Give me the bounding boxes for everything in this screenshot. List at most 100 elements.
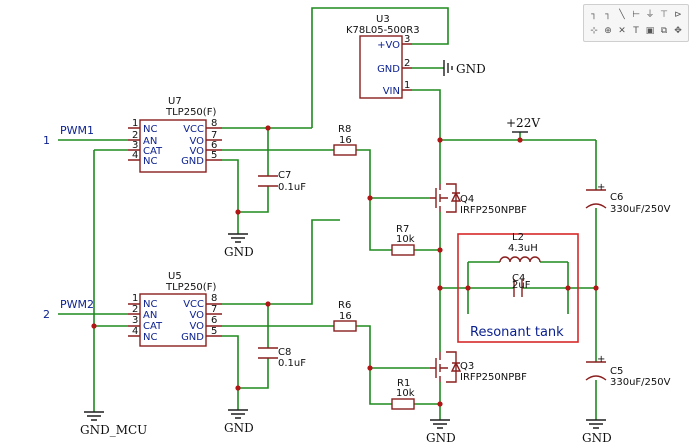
ground-icon[interactable]: ⏚ — [645, 10, 655, 20]
u3-pin-number: 1 — [404, 80, 410, 91]
u3-pin-name: GND — [377, 64, 400, 75]
capacitor-c5[interactable]: + C5 330uF/250V — [585, 354, 671, 388]
mosfet-q4[interactable]: Q4 IRFP250NPBF — [430, 183, 527, 216]
ground-q3[interactable]: GND — [426, 419, 456, 444]
l2-designator: L2 — [512, 232, 524, 243]
port-pwm2[interactable]: 2 PWM2 — [43, 298, 94, 321]
junction-dot — [565, 285, 571, 291]
ground-label: GND — [224, 245, 254, 259]
netlabel-icon[interactable]: ⊢ — [632, 10, 640, 20]
ic-u3[interactable]: U3 K78L05-500R3 3 2 1 +VO GND VIN — [346, 14, 420, 99]
c6-value: 330uF/250V — [610, 204, 671, 215]
c5-value: 330uF/250V — [610, 377, 671, 388]
ground-mcu-label: GND_MCU — [80, 423, 147, 437]
junction-dot — [437, 247, 443, 253]
u7-designator: U7 — [168, 96, 182, 107]
q3-designator: Q3 — [460, 361, 474, 372]
q4-designator: Q4 — [460, 194, 474, 205]
u7-pin-name: VCC — [183, 124, 204, 135]
copy-icon[interactable]: ⧉ — [660, 26, 668, 36]
noconnect-icon[interactable]: ✕ — [618, 26, 626, 36]
c7-value: 0.1uF — [278, 182, 306, 193]
power-22v[interactable]: +22V — [506, 116, 540, 133]
ground-u3[interactable]: GND — [443, 60, 486, 76]
resistor-r6[interactable]: R6 16 — [333, 300, 357, 332]
resistor-r7[interactable]: R7 10k — [391, 224, 415, 256]
junction-dot — [235, 385, 241, 391]
capacitor-c6[interactable]: + C6 330uF/250V — [585, 182, 671, 215]
ic-u7[interactable]: U7 TLP250(F) 1 2 3 4 NC AN CAT NC 8 7 6 … — [128, 96, 222, 173]
ground-icon — [586, 419, 606, 429]
ground-mcu[interactable]: GND_MCU — [80, 411, 147, 437]
power-22v-label: +22V — [506, 116, 540, 130]
u7-pin-number: 2 — [132, 130, 138, 141]
junction-dot — [437, 137, 443, 143]
junction-icon[interactable]: ⊹ — [590, 26, 598, 36]
u5-pin-name: VO — [189, 321, 204, 332]
bus-icon[interactable]: ┐ — [605, 10, 611, 20]
port-pwm1-label: PWM1 — [60, 124, 94, 137]
junction-dot — [235, 209, 241, 215]
mosfet-q3[interactable]: Q3 IRFP250NPBF — [430, 351, 527, 383]
ground-icon — [84, 411, 104, 421]
move-icon[interactable]: ✥ — [674, 26, 682, 36]
text-icon[interactable]: T — [633, 26, 639, 36]
r8-value: 16 — [339, 135, 352, 146]
u7-pin-name: NC — [143, 156, 157, 167]
wires — [58, 7, 597, 420]
junction-dot — [91, 323, 97, 329]
ground-icon — [443, 60, 453, 76]
c5-designator: C5 — [610, 366, 623, 377]
image-icon[interactable]: ▣ — [645, 26, 655, 36]
resistor-r1[interactable]: R1 10k — [391, 378, 415, 410]
u7-pin-name: CAT — [143, 146, 163, 157]
junction-dot — [465, 285, 471, 291]
resistor-r8[interactable]: R8 16 — [333, 124, 357, 156]
r7-value: 10k — [396, 234, 415, 245]
ground-label: GND — [456, 62, 486, 76]
r6-designator: R6 — [338, 300, 351, 311]
resonant-tank[interactable]: L2 4.3uH C4 2uF Resonant tank — [457, 232, 579, 343]
u7-pin-number: 3 — [132, 140, 138, 151]
ground-c5[interactable]: GND — [582, 419, 612, 444]
r6-value: 16 — [339, 311, 352, 322]
tank-label: Resonant tank — [470, 325, 564, 340]
ground-label: GND — [224, 421, 254, 435]
u3-pin-number: 3 — [404, 34, 410, 45]
line-icon[interactable]: ╲ — [619, 10, 625, 20]
u5-pin-name: AN — [143, 310, 157, 321]
netflag-icon[interactable]: ⊳ — [674, 10, 682, 20]
port-pwm2-number: 2 — [43, 308, 50, 321]
c6-designator: C6 — [610, 192, 623, 203]
c7-designator: C7 — [278, 170, 291, 181]
q3-symbol — [430, 351, 457, 383]
q4-symbol — [430, 183, 457, 213]
u5-pin-number: 6 — [211, 315, 217, 326]
u5-pin-number: 7 — [211, 304, 217, 315]
l2-coil — [499, 256, 541, 263]
u5-designator: U5 — [168, 271, 182, 282]
l2-value: 4.3uH — [508, 243, 538, 254]
u7-pin-name: VO — [189, 146, 204, 157]
capacitor-c8[interactable]: C8 0.1uF — [258, 347, 306, 369]
junction-dot — [517, 137, 523, 143]
r8-body — [333, 144, 357, 156]
r6-body — [333, 320, 357, 332]
ground-u7[interactable]: GND — [224, 233, 254, 259]
wire-icon[interactable]: ┐ — [591, 10, 597, 20]
u5-body — [139, 293, 207, 347]
u5-pin-name: CAT — [143, 321, 163, 332]
u7-part: TLP250(F) — [165, 107, 216, 118]
ground-u5[interactable]: GND — [224, 409, 254, 435]
ic-u5[interactable]: U5 TLP250(F) 1 2 3 4 NC AN CAT NC 8 7 6 … — [128, 271, 222, 347]
probe-icon[interactable]: ⊕ — [604, 26, 612, 36]
power-icon[interactable]: ⊤ — [660, 10, 668, 20]
c4-plates — [513, 279, 523, 297]
capacitor-c7[interactable]: C7 0.1uF — [258, 170, 306, 193]
u3-pin-name: +VO — [377, 40, 400, 51]
u5-pin-name: NC — [143, 299, 157, 310]
port-pwm1[interactable]: 1 PWM1 — [43, 124, 94, 147]
q3-diode — [450, 361, 462, 372]
